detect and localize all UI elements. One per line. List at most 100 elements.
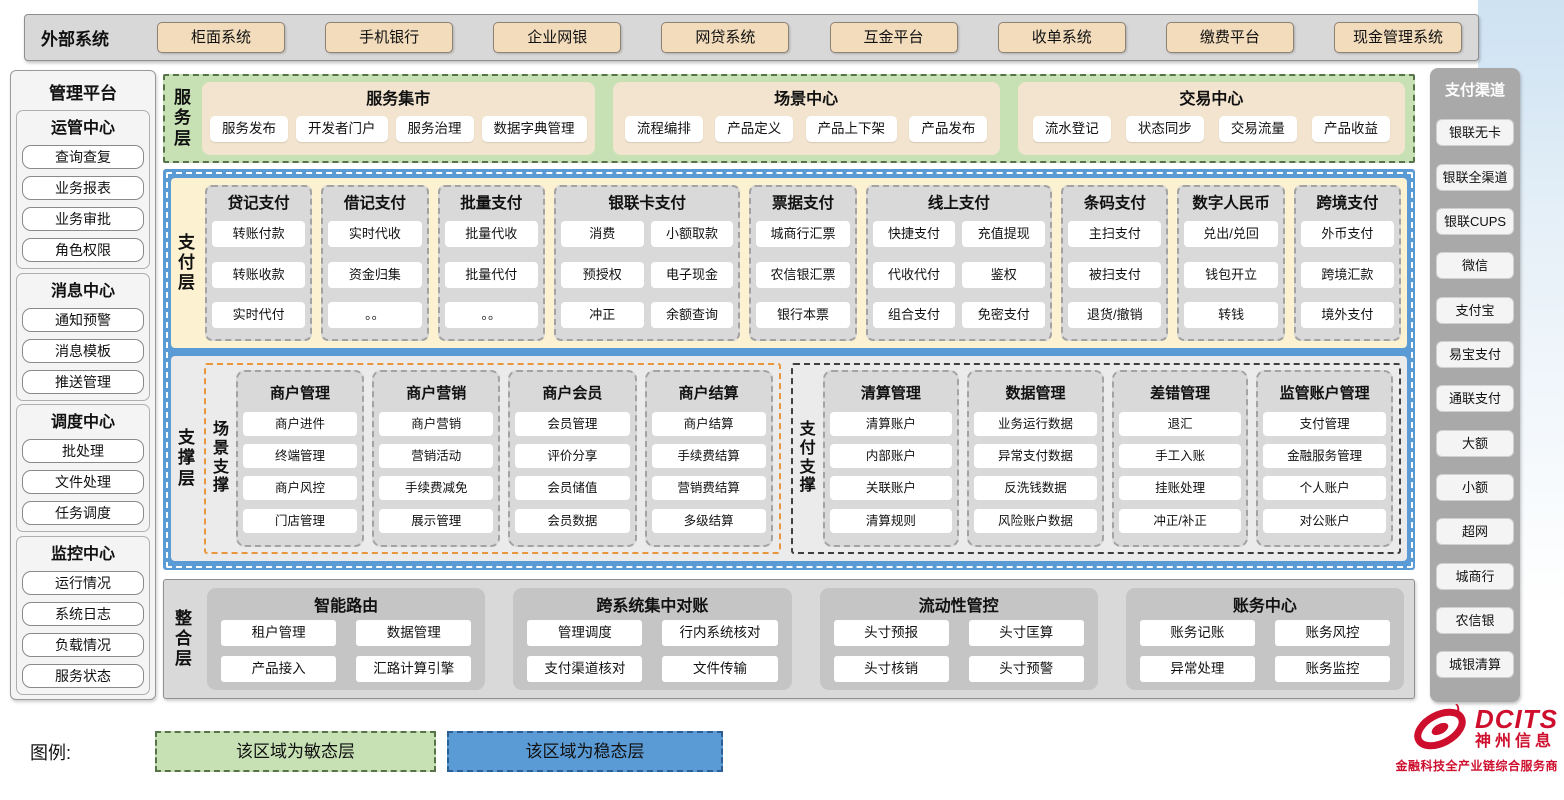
support-item-box: 商户进件 <box>243 412 357 436</box>
legend-label: 图例: <box>30 739 71 765</box>
integration-item-box: 租户管理 <box>221 620 336 646</box>
support-column-title: 商户管理 <box>243 382 357 403</box>
support-item-box: 商户营销 <box>379 412 493 436</box>
payment-item-box: 跨境汇款 <box>1301 262 1394 288</box>
service-item-box: 产品定义 <box>715 116 793 142</box>
support-section-label-wrap: 场景支撑 <box>212 370 230 547</box>
support-column: 监管账户管理支付管理金融服务管理个人账户对公账户 <box>1256 370 1393 547</box>
channel-box: 城商行 <box>1436 563 1514 590</box>
payment-item-box: 转账收款 <box>212 262 305 288</box>
payment-column-title: 银联卡支付 <box>561 189 734 215</box>
support-section-columns: 商户管理商户进件终端管理商户风控门店管理商户营销商户营销营销活动手续费减免展示管… <box>236 370 773 547</box>
external-systems-bar: 外部系统 柜面系统手机银行企业网银网贷系统互金平台收单系统缴费平台现金管理系统 <box>24 14 1479 61</box>
integration-group: 智能路由租户管理数据管理产品接入汇路计算引擎 <box>207 588 485 690</box>
payment-columns: 贷记支付转账付款转账收款实时代付借记支付实时代收资金归集。。批量支付批量代收批量… <box>205 185 1401 341</box>
management-group: 运管中心查询查复业务报表业务审批角色权限 <box>16 110 150 269</box>
support-column-title: 监管账户管理 <box>1263 382 1386 403</box>
payment-column-title: 借记支付 <box>328 189 421 215</box>
external-system-box: 网贷系统 <box>661 22 789 53</box>
service-layer-label-wrap: 服务层 <box>173 88 192 148</box>
payment-column: 贷记支付转账付款转账收款实时代付 <box>205 185 312 341</box>
payment-column: 线上支付快捷支付充值提现代收代付鉴权组合支付免密支付 <box>866 185 1053 341</box>
integration-item-box: 头寸核销 <box>834 656 949 682</box>
payment-column: 数字人民币兑出/兑回钱包开立转钱 <box>1177 185 1284 341</box>
support-column: 商户营销商户营销营销活动手续费减免展示管理 <box>372 370 500 547</box>
support-column-title: 差错管理 <box>1119 382 1242 403</box>
support-section-label-wrap: 支付支撑 <box>799 370 817 547</box>
payment-column-items: 消费小额取款预授权电子现金冲正余额查询 <box>561 215 734 334</box>
support-section-label: 支付支撑 <box>799 421 817 497</box>
service-group: 场景中心流程编排产品定义产品上下架产品发布 <box>613 82 1000 155</box>
dcits-logo-name: DCITS <box>1475 706 1558 732</box>
integration-item-box: 异常处理 <box>1140 656 1255 682</box>
payment-column-items: 城商行汇票农信银汇票银行本票 <box>756 215 849 334</box>
external-system-box: 企业网银 <box>493 22 621 53</box>
payment-column-items: 兑出/兑回钱包开立转钱 <box>1184 215 1277 334</box>
payment-column: 借记支付实时代收资金归集。。 <box>321 185 428 341</box>
support-column-title: 数据管理 <box>974 382 1097 403</box>
payment-column: 条码支付主扫支付被扫支付退货/撤销 <box>1061 185 1168 341</box>
channel-box: 支付宝 <box>1436 297 1514 324</box>
management-platform-title: 管理平台 <box>16 75 150 106</box>
support-item-box: 门店管理 <box>243 509 357 533</box>
support-item-box: 支付管理 <box>1263 412 1386 436</box>
integration-group: 跨系统集中对账管理调度行内系统核对支付渠道核对文件传输 <box>513 588 791 690</box>
service-group-items: 服务发布开发者门户服务治理数据字典管理 <box>210 109 587 149</box>
management-item-box: 业务审批 <box>22 207 144 231</box>
payment-column-items: 外币支付跨境汇款境外支付 <box>1301 215 1394 334</box>
integration-group-items: 账务记账账务风控异常处理账务监控 <box>1140 620 1390 682</box>
payment-item-box: 批量代付 <box>445 262 538 288</box>
management-group-title: 运管中心 <box>22 114 144 138</box>
service-group: 服务集市服务发布开发者门户服务治理数据字典管理 <box>202 82 595 155</box>
external-items: 柜面系统手机银行企业网银网贷系统互金平台收单系统缴费平台现金管理系统 <box>157 22 1462 53</box>
payment-item-box: 钱包开立 <box>1184 262 1277 288</box>
channel-box: 城银清算 <box>1436 651 1514 678</box>
service-item-box: 产品发布 <box>909 116 987 142</box>
integration-item-box: 账务监控 <box>1275 656 1390 682</box>
management-group-title: 监控中心 <box>22 540 144 564</box>
integration-groups: 智能路由租户管理数据管理产品接入汇路计算引擎跨系统集中对账管理调度行内系统核对支… <box>207 588 1404 690</box>
payment-item-box: 主扫支付 <box>1068 221 1161 247</box>
legend-stable-box: 该区域为稳态层 <box>447 731 723 772</box>
service-group-items: 流程编排产品定义产品上下架产品发布 <box>621 109 992 149</box>
service-groups: 服务集市服务发布开发者门户服务治理数据字典管理场景中心流程编排产品定义产品上下架… <box>202 82 1405 155</box>
payment-layer-label-wrap: 支付层 <box>177 185 196 341</box>
integration-group: 流动性管控头寸预报头寸匡算头寸核销头寸预警 <box>820 588 1098 690</box>
support-item-box: 个人账户 <box>1263 476 1386 500</box>
integration-item-box: 账务风控 <box>1275 620 1390 646</box>
management-group-title: 消息中心 <box>22 277 144 301</box>
support-section-columns: 清算管理清算账户内部账户关联账户清算规则数据管理业务运行数据异常支付数据反洗钱数… <box>823 370 1393 547</box>
management-group: 监控中心运行情况系统日志负载情况服务状态 <box>16 536 150 695</box>
channel-box: 银联全渠道 <box>1436 164 1514 191</box>
payment-item-box: 境外支付 <box>1301 302 1394 328</box>
service-group-title: 交易中心 <box>1026 85 1397 109</box>
legend-agile-box: 该区域为敏态层 <box>155 731 436 772</box>
payment-channels-panel: 支付渠道 银联无卡银联全渠道银联CUPS微信支付宝易宝支付通联支付大额小额超网城… <box>1430 68 1520 702</box>
support-section: 场景支撑商户管理商户进件终端管理商户风控门店管理商户营销商户营销营销活动手续费减… <box>204 363 781 554</box>
payment-item-box: 批量代收 <box>445 221 538 247</box>
support-item-box: 内部账户 <box>830 444 953 468</box>
payment-item-box: 退货/撤销 <box>1068 302 1161 328</box>
payment-column: 票据支付城商行汇票农信银汇票银行本票 <box>749 185 856 341</box>
support-column: 数据管理业务运行数据异常支付数据反洗钱数据风险账户数据 <box>967 370 1104 547</box>
support-item-box: 评价分享 <box>515 444 629 468</box>
integration-layer-label-wrap: 整合层 <box>174 588 193 690</box>
support-item-box: 会员数据 <box>515 509 629 533</box>
integration-group-items: 租户管理数据管理产品接入汇路计算引擎 <box>221 620 471 682</box>
payment-item-box: 小额取款 <box>651 221 734 247</box>
support-item-box: 手工入账 <box>1119 444 1242 468</box>
integration-group-title: 账务中心 <box>1140 590 1390 620</box>
channel-box: 微信 <box>1436 252 1514 279</box>
management-platform-panel: 管理平台 运管中心查询查复业务报表业务审批角色权限消息中心通知预警消息模板推送管… <box>10 70 156 700</box>
integration-item-box: 文件传输 <box>662 656 777 682</box>
service-group-title: 服务集市 <box>210 85 587 109</box>
support-item-box: 商户结算 <box>652 412 766 436</box>
support-item-box: 金融服务管理 <box>1263 444 1386 468</box>
channel-box: 银联CUPS <box>1436 208 1514 235</box>
support-item-box: 会员管理 <box>515 412 629 436</box>
channel-box: 大额 <box>1436 430 1514 457</box>
service-item-box: 产品上下架 <box>806 116 898 142</box>
payment-item-box: 。。 <box>328 302 421 328</box>
payment-layer-band: 支付层 贷记支付转账付款转账收款实时代付借记支付实时代收资金归集。。批量支付批量… <box>171 178 1407 348</box>
